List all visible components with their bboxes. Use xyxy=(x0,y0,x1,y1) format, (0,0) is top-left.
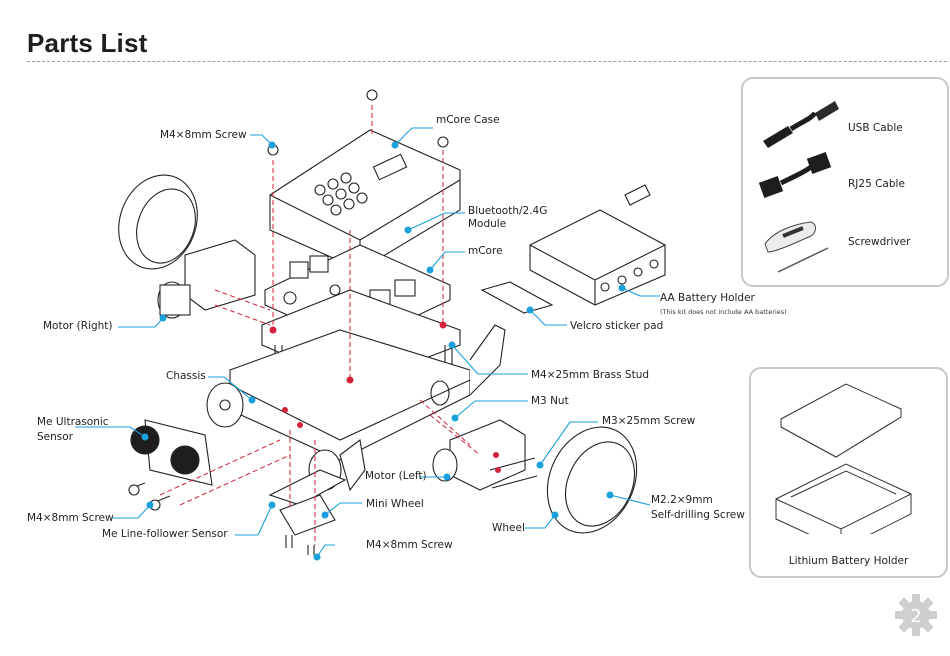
callout-mini-wheel: Mini Wheel xyxy=(366,498,424,510)
screwdriver-icon xyxy=(764,221,829,273)
callout-motor-left: Motor (Left) xyxy=(365,470,427,482)
callout-dots xyxy=(141,141,626,561)
callout-motor-right: Motor (Right) xyxy=(43,320,113,332)
callout-ultrasonic-line2: Sensor xyxy=(37,431,73,443)
chassis-drawing xyxy=(206,324,506,492)
callout-wheel: Wheel xyxy=(492,522,525,534)
callout-ultrasonic-line1: Me Ultrasonic xyxy=(37,416,109,428)
accessory-label-rj25-cable: RJ25 Cable xyxy=(848,178,905,190)
callout-brass-stud: M4×25mm Brass Stud xyxy=(531,369,650,381)
gear-icon xyxy=(895,594,937,636)
callout-bluetooth-line2: Module xyxy=(468,218,507,230)
page-number: 2 xyxy=(910,606,921,627)
callout-bluetooth-line1: Bluetooth/2.4G xyxy=(468,205,548,217)
assembly-guide-lines xyxy=(159,105,481,545)
callout-leaders xyxy=(75,127,660,558)
callout-m3-nut: M3 Nut xyxy=(531,395,569,407)
mcore-case-drawing xyxy=(269,129,461,271)
lithium-battery-panel: Lithium Battery Holder xyxy=(749,367,948,578)
callout-aa-battery-holder: AA Battery Holder xyxy=(660,292,755,304)
accessory-label-screwdriver: Screwdriver xyxy=(848,236,911,248)
callout-m22-line1: M2.2×9mm xyxy=(651,494,713,506)
ultrasonic-drawing xyxy=(130,419,213,486)
callout-mcore-case: mCore Case xyxy=(436,114,500,126)
aa-battery-holder-drawing xyxy=(529,184,666,306)
callout-line-follower: Me Line-follower Sensor xyxy=(102,528,228,540)
page-title: Parts List xyxy=(27,28,148,58)
callout-mcore: mCore xyxy=(468,245,503,257)
callout-m22-line2: Self-drilling Screw xyxy=(651,509,745,521)
rj25-cable-icon xyxy=(758,152,832,198)
callout-aa-battery-note: (This kit does not include AA batteries) xyxy=(660,308,787,316)
assembly-points xyxy=(269,321,501,473)
callout-m4x8-screw-bottom: M4×8mm Screw xyxy=(366,539,453,551)
callout-m3x25-screw: M3×25mm Screw xyxy=(602,415,696,427)
accessories-panel: USB Cable RJ25 Cable Screwdriver xyxy=(741,77,949,287)
lithium-battery-holder-icon xyxy=(775,383,912,534)
callout-velcro: Velcro sticker pad xyxy=(570,320,664,332)
accessory-label-usb-cable: USB Cable xyxy=(848,122,903,134)
usb-cable-icon xyxy=(763,101,839,148)
callout-m4x8-screw-left: M4×8mm Screw xyxy=(27,512,114,524)
lithium-battery-label: Lithium Battery Holder xyxy=(788,555,909,567)
callout-m4x8-screw-top: M4×8mm Screw xyxy=(160,129,247,141)
callout-chassis: Chassis xyxy=(166,370,206,382)
motor-left-drawing xyxy=(432,419,526,491)
title-divider xyxy=(27,61,947,62)
page-number-badge: 2 xyxy=(895,594,937,636)
motor-right-drawing xyxy=(157,239,256,319)
